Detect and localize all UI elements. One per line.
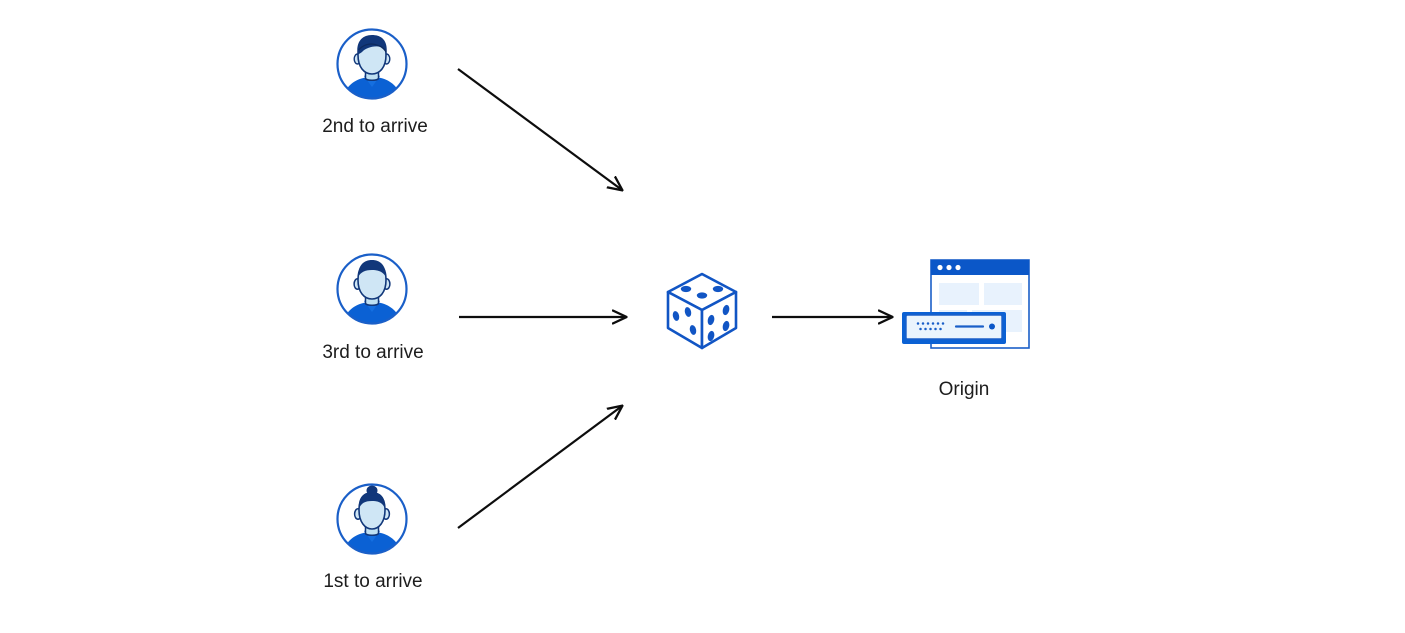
user-avatar-icon	[336, 253, 408, 325]
origin-node[interactable]	[898, 256, 1048, 366]
origin-label: Origin	[938, 379, 990, 400]
client-label-bottom: 1st to arrive	[323, 571, 423, 592]
server-device-icon	[902, 312, 1006, 344]
user-avatar-icon	[336, 483, 408, 555]
arrow-client-bottom-to-dice	[457, 406, 622, 529]
origin-server-browser-icon	[902, 259, 1030, 349]
user-avatar-icon	[336, 28, 408, 100]
client-label-top: 2nd to arrive	[322, 116, 428, 137]
client-node-top[interactable]	[334, 26, 410, 102]
randomizer-node[interactable]	[658, 268, 746, 356]
dice-icon	[666, 272, 738, 350]
client-node-bottom[interactable]	[334, 481, 410, 557]
client-label-middle: 3rd to arrive	[322, 342, 424, 363]
arrow-client-top-to-dice	[457, 68, 622, 190]
client-node-middle[interactable]	[334, 251, 410, 327]
